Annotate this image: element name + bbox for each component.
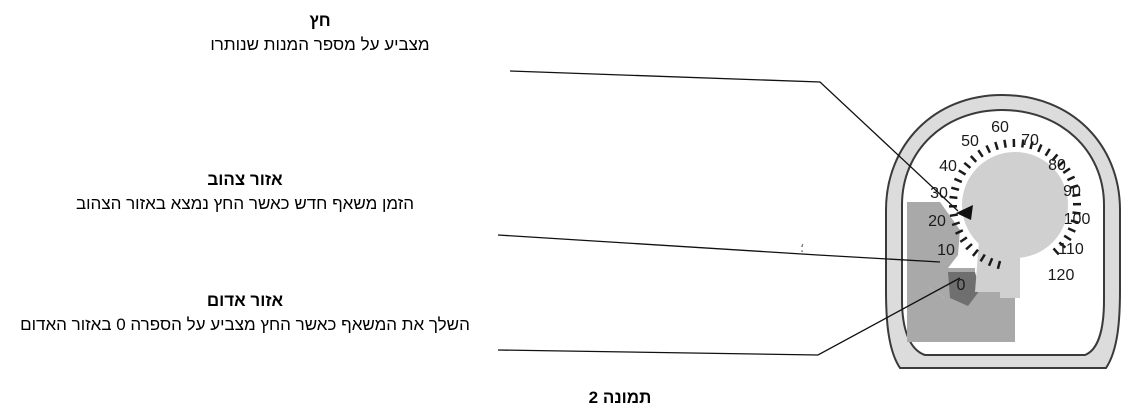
- dial-center-hub: [962, 152, 1068, 258]
- dial-tick: [1066, 175, 1076, 182]
- callout-arrow: חץ מצביע על מספר המנות שנותרו: [130, 10, 510, 58]
- dial-label-60: 60: [991, 119, 1009, 136]
- dial-tick: [1029, 141, 1034, 150]
- dial-label-10: 10: [937, 242, 955, 259]
- dial-tick: [958, 169, 967, 176]
- dial-tick-marks: [948, 138, 1082, 270]
- dial-tick: [949, 213, 959, 218]
- figure-caption: תמונה 2: [588, 388, 652, 407]
- dial-tick: [1062, 167, 1071, 174]
- dial-tick: [1058, 241, 1067, 249]
- dial-tick: [977, 149, 984, 158]
- dial-tick: [949, 195, 958, 200]
- red-zone-leader-line: [497, 277, 961, 356]
- dial-label-120: 120: [1048, 267, 1075, 284]
- dial-tick: [1070, 219, 1079, 224]
- callout-red-zone-description: השלך את המשאף כאשר החץ מצביע על הספרה 0 …: [20, 315, 470, 334]
- dial-label-80: 80: [1048, 157, 1066, 174]
- dial-tick: [955, 229, 964, 235]
- dial-tick: [1063, 234, 1072, 242]
- dial-label-50: 50: [961, 133, 979, 150]
- arrow-leader-line: [509, 70, 959, 212]
- stray-mark: ؛: [800, 240, 805, 255]
- callout-arrow-description: מצביע על מספר המנות שנותרו: [210, 35, 430, 54]
- dial-tick: [987, 257, 994, 267]
- dial-label-40: 40: [939, 158, 957, 175]
- dial-label-0: 0: [957, 277, 966, 294]
- dial-tick: [950, 186, 960, 192]
- dial-tick: [963, 161, 972, 169]
- callout-yellow-zone-title: אזור צהוב: [207, 170, 283, 189]
- dial-tick: [969, 155, 978, 163]
- dial-tick: [1037, 144, 1043, 153]
- dial-tick: [1052, 247, 1060, 256]
- dial-tick: [1051, 153, 1059, 162]
- callout-red-zone: אזור אדום השלך את המשאף כאשר החץ מצביע ע…: [10, 290, 480, 338]
- dial-tick: [1021, 139, 1025, 148]
- dial-tick: [1072, 211, 1081, 215]
- dial-tick: [996, 260, 1002, 270]
- callout-yellow-zone-description: הזמן משאף חדש כאשר החץ נמצא באזור הצהוב: [75, 194, 415, 213]
- dial-tick: [1003, 139, 1007, 148]
- dial-tick: [1057, 160, 1066, 168]
- dial-tick: [953, 177, 963, 184]
- dial-label-110: 110: [1058, 241, 1084, 258]
- callout-red-zone-title: אזור אדום: [206, 291, 284, 310]
- callout-arrow-title: חץ: [309, 11, 331, 30]
- dial-label-70: 70: [1021, 132, 1039, 149]
- dial-tick: [971, 248, 979, 257]
- dial-tick: [985, 144, 992, 154]
- yellow-zone-leader-line: [497, 234, 941, 263]
- dial-tick: [979, 253, 986, 262]
- dial-tick: [994, 141, 999, 151]
- dial-label-90: 90: [1063, 183, 1081, 200]
- dial-tick: [965, 243, 973, 251]
- dial-label-100: 100: [1064, 211, 1091, 228]
- dial-tick: [1044, 148, 1051, 157]
- dial-tick: [1067, 227, 1076, 233]
- yellow-zone: [907, 202, 960, 268]
- dial-label-20: 20: [928, 213, 946, 230]
- dial-tick: [951, 221, 961, 227]
- callout-yellow-zone: אזור צהוב הזמן משאף חדש כאשר החץ נמצא בא…: [0, 169, 490, 217]
- pointer-icon: [956, 205, 973, 220]
- dial-tick: [1070, 184, 1079, 189]
- dial-tick: [1072, 193, 1081, 198]
- dial-zones: [907, 152, 1068, 342]
- dial-tick: [959, 236, 968, 243]
